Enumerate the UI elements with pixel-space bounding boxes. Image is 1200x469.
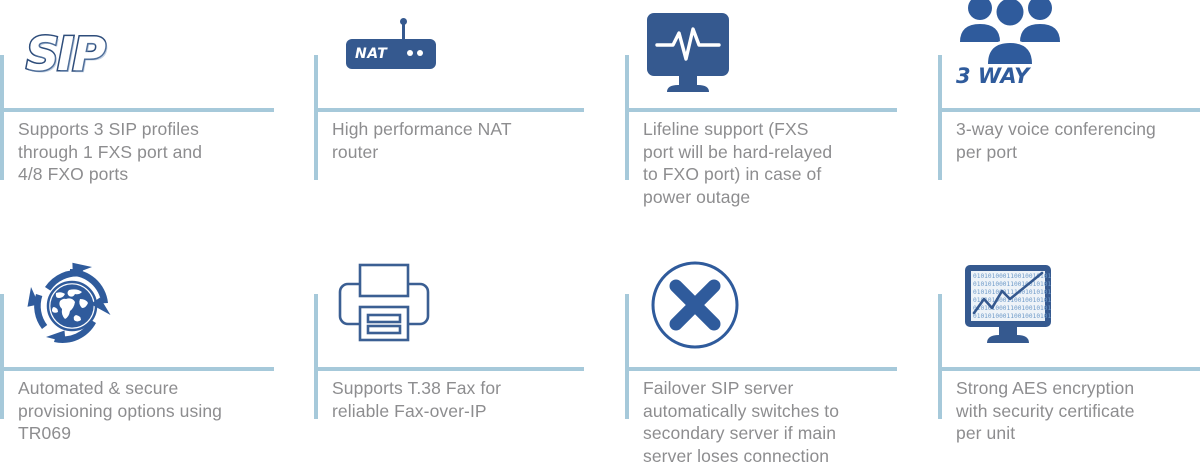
feature-caption: Supports 3 SIP profiles through 1 FXS po…	[18, 119, 203, 184]
vertical-divider	[938, 294, 942, 419]
feature-cell-three-way-conferencing: 3 WAY 3-way voice conferencing per port	[938, 0, 1200, 234]
monitor-heartbeat-icon-wrap	[643, 0, 903, 108]
svg-text:010101000111001010101: 010101000111001010101	[973, 289, 1052, 296]
feature-caption: Supports T.38 Fax for reliable Fax-over-…	[332, 378, 502, 421]
vertical-divider	[0, 55, 4, 180]
vertical-divider	[0, 294, 4, 419]
svg-text:010101000110010010101: 010101000110010010101	[973, 297, 1052, 304]
horizontal-divider	[625, 108, 897, 112]
monitor-binary-chart-icon-wrap: 010101000110010010101 010101000110010010…	[956, 250, 1200, 360]
feature-caption: Lifeline support (FXS port will be hard-…	[643, 119, 833, 207]
circle-x-icon-wrap	[643, 250, 903, 360]
svg-text:010101000110010010101: 010101000110010010101	[973, 313, 1052, 320]
vertical-divider	[625, 55, 629, 180]
horizontal-divider	[314, 367, 584, 371]
feature-cell-auto-provisioning: Automated & secure provisioning options …	[0, 234, 314, 469]
feature-caption: Automated & secure provisioning options …	[18, 378, 222, 443]
printer-fax-icon-wrap	[332, 250, 592, 360]
monitor-binary-chart-icon: 010101000110010010101 010101000110010010…	[965, 265, 1052, 343]
horizontal-divider	[0, 108, 274, 112]
horizontal-divider	[314, 108, 584, 112]
svg-text:010101000110010010101: 010101000110010010101	[973, 273, 1052, 280]
feature-cell-t38-fax: Supports T.38 Fax for reliable Fax-over-…	[314, 234, 625, 469]
three-way-label: 3 WAY	[956, 64, 1030, 88]
three-users-icon-wrap: 3 WAY	[956, 0, 1200, 102]
feature-cell-failover-sip-server: Failover SIP server automatically switch…	[625, 234, 938, 469]
nat-router-icon-wrap: NAT	[332, 0, 592, 108]
horizontal-divider	[938, 108, 1200, 112]
three-users-icon	[960, 0, 1060, 64]
globe-refresh-icon	[27, 262, 111, 343]
feature-cell-sip-profiles: SIP Supports 3 SIP profiles through 1 FX…	[0, 0, 314, 234]
antenna-icon	[400, 18, 407, 41]
vertical-divider	[625, 294, 629, 419]
nat-label: NAT	[355, 46, 388, 62]
feature-cell-lifeline-support: Lifeline support (FXS port will be hard-…	[625, 0, 938, 234]
feature-caption: Strong AES encryption with security cert…	[956, 378, 1135, 443]
vertical-divider	[938, 55, 942, 180]
feature-cell-aes-encryption: 010101000110010010101 010101000110010010…	[938, 234, 1200, 469]
sip-logo-icon-wrap: SIP	[18, 0, 278, 108]
vertical-divider	[314, 55, 318, 180]
sip-logo-icon: SIP	[25, 26, 108, 83]
feature-cell-nat-router: NAT High performance NAT router	[314, 0, 625, 234]
printer-fax-icon	[338, 263, 430, 342]
circle-x-icon	[651, 261, 739, 349]
nat-router-icon: NAT	[346, 18, 436, 69]
horizontal-divider	[938, 367, 1200, 371]
svg-text:010101000110010010101: 010101000110010010101	[973, 281, 1052, 288]
horizontal-divider	[0, 367, 274, 371]
feature-caption: 3-way voice conferencing per port	[956, 119, 1156, 162]
vertical-divider	[314, 294, 318, 419]
globe-refresh-icon-wrap	[18, 250, 278, 360]
horizontal-divider	[625, 367, 897, 371]
feature-caption: Failover SIP server automatically switch…	[643, 378, 840, 466]
led-dots-icon	[407, 50, 423, 56]
svg-text:010101000110010010101: 010101000110010010101	[973, 305, 1052, 312]
monitor-heartbeat-icon	[647, 13, 729, 92]
feature-caption: High performance NAT router	[332, 119, 512, 162]
